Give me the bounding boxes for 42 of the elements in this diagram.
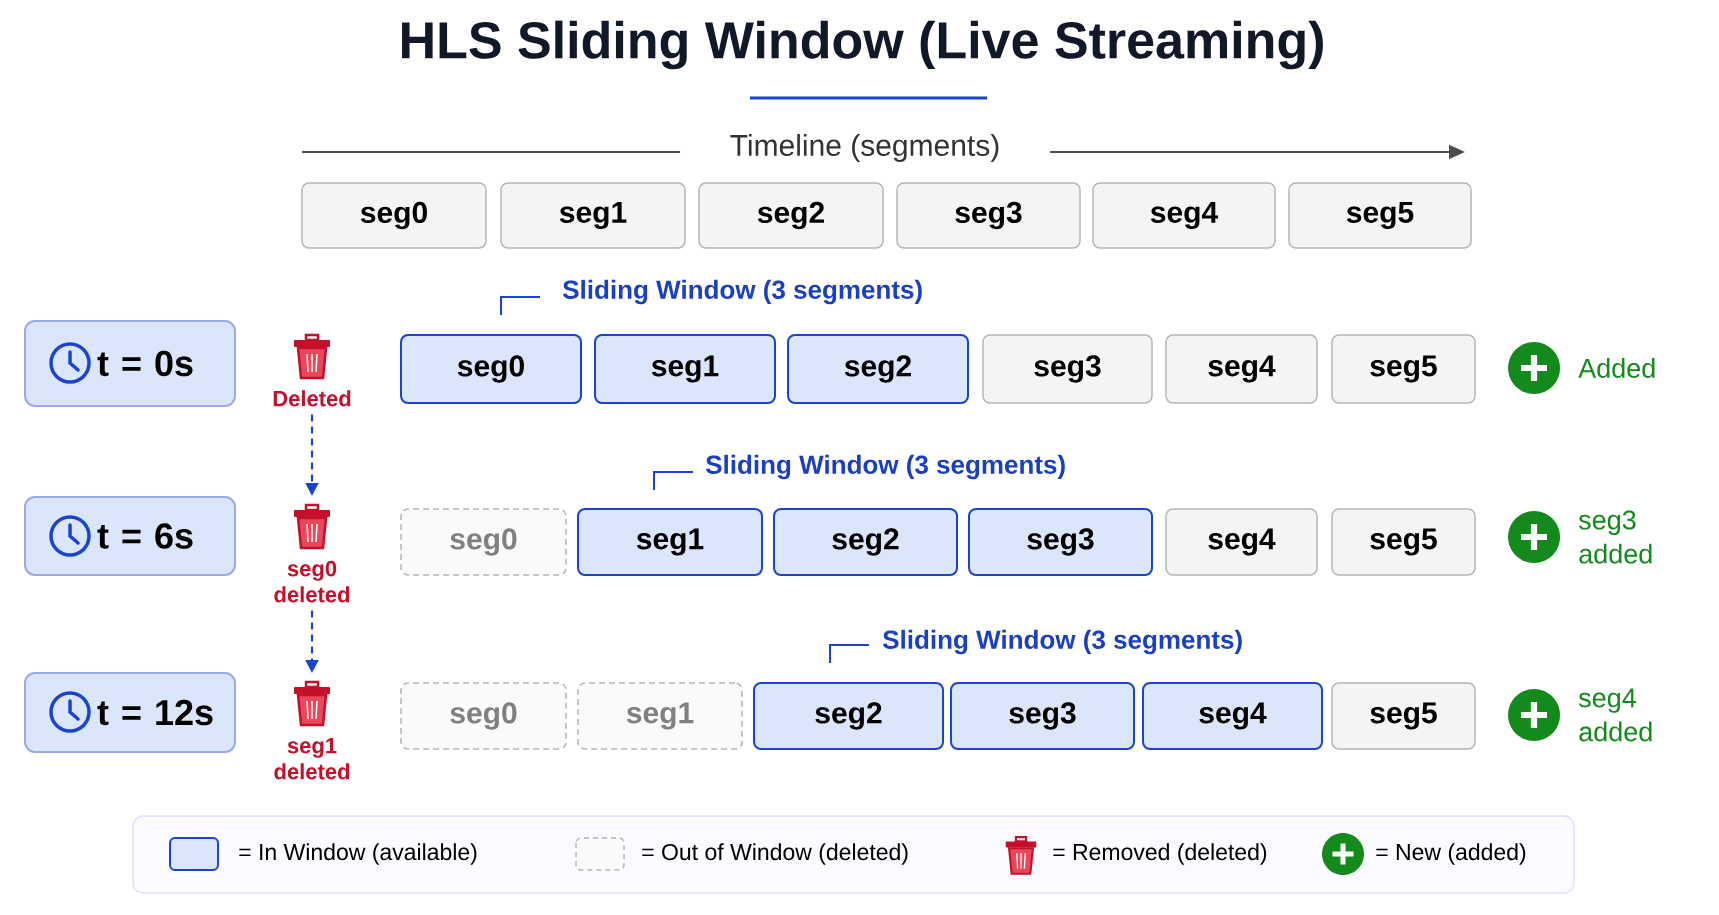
window-label: Sliding Window (3 segments) xyxy=(562,279,922,305)
window-segment-box: seg1 xyxy=(594,334,776,404)
time-box: t = 6s xyxy=(24,496,236,576)
legend-label: = In Window (available) xyxy=(239,843,477,865)
window-segment-box: seg4 xyxy=(1142,682,1323,750)
segment-box: seg5 xyxy=(1288,182,1472,249)
legend-label: = Removed (deleted) xyxy=(1053,843,1267,865)
window-label: Sliding Window (3 segments) xyxy=(882,629,1242,655)
deleted-label: seg1 deleted xyxy=(274,738,350,780)
added-label: seg4 added xyxy=(1578,688,1652,742)
window-segment-box: seg0 xyxy=(400,334,582,404)
segment-box: seg3 xyxy=(896,182,1081,249)
segment-box: seg5 xyxy=(1331,508,1476,576)
legend-label: = Out of Window (deleted) xyxy=(642,843,908,865)
segment-box: seg5 xyxy=(1331,334,1476,404)
time-box: t = 0s xyxy=(24,320,236,407)
window-label: Sliding Window (3 segments) xyxy=(705,454,1065,480)
segment-box: seg1 xyxy=(500,182,686,249)
deleted-label: Deleted xyxy=(273,390,351,407)
window-segment-box: seg3 xyxy=(950,682,1135,750)
legend-label: = New (added) xyxy=(1376,843,1526,865)
deleted-segment-box: seg0 xyxy=(400,508,567,576)
window-segment-box: seg2 xyxy=(787,334,969,404)
title: HLS Sliding Window (Live Streaming) xyxy=(402,20,1323,70)
segment-box: seg5 xyxy=(1331,682,1476,750)
window-segment-box: seg2 xyxy=(773,508,958,576)
segment-box: seg0 xyxy=(301,182,487,249)
segment-box: seg4 xyxy=(1165,508,1318,576)
segment-box: seg2 xyxy=(698,182,884,249)
deleted-segment-box: seg0 xyxy=(400,682,567,750)
time-box: t = 12s xyxy=(24,672,236,753)
added-label: seg3 added xyxy=(1578,510,1652,564)
window-segment-box: seg1 xyxy=(577,508,763,576)
window-segment-box: seg3 xyxy=(968,508,1153,576)
segment-box: seg4 xyxy=(1092,182,1276,249)
added-label: Added xyxy=(1578,358,1655,378)
segment-box: seg4 xyxy=(1165,334,1318,404)
window-segment-box: seg2 xyxy=(753,682,944,750)
axis-label: Timeline (segments) xyxy=(730,134,999,162)
segment-box: seg3 xyxy=(982,334,1153,404)
deleted-label: seg0 deleted xyxy=(274,560,350,603)
deleted-segment-box: seg1 xyxy=(577,682,743,750)
